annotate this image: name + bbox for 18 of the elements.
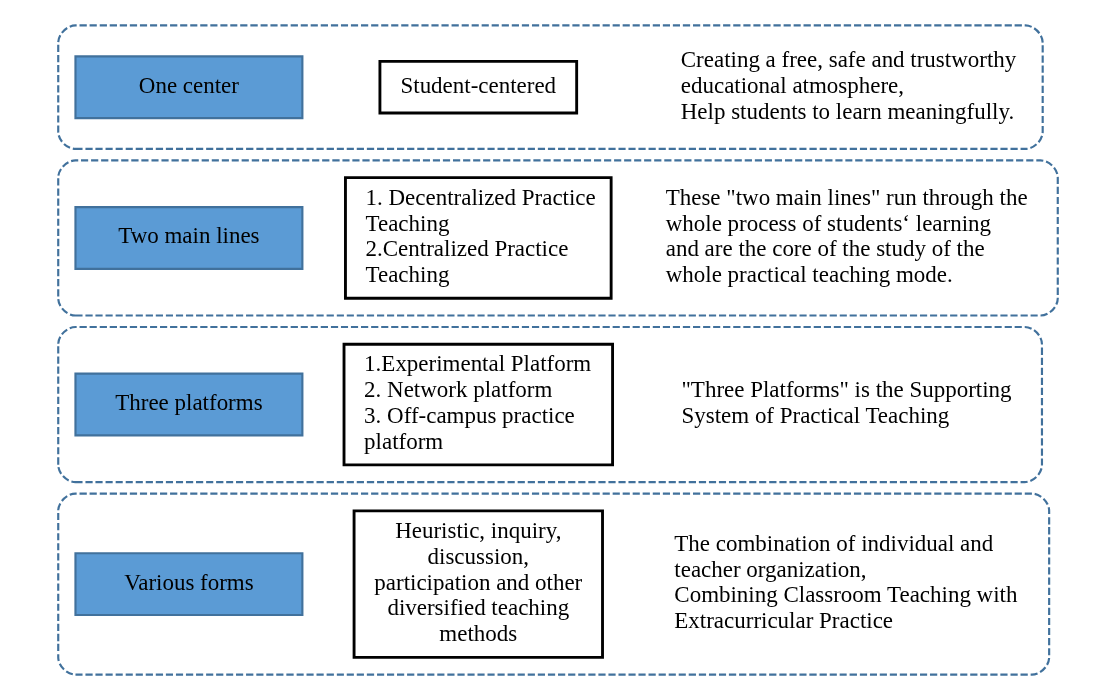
node-box: One center [73,55,303,120]
cluster [56,325,1043,484]
node-box: 1. Decentralized Practice Teaching 2.Centralized Practice Teaching [343,176,613,300]
node-box: Various forms [73,552,303,617]
node-box: Student-centered [378,59,578,115]
node-label: Combining Classroom Teaching with Extracurricular Practice [673,582,1017,634]
node-label: The combination of individual and teacher organization, [673,530,993,582]
node-box: Heuristic, inquiry, discussion, participation and other diversified teaching methods [352,509,604,659]
cluster [56,159,1059,317]
node-label: "Three Platforms" is the Supporting System of Practical Teaching [681,377,1012,428]
node-box: Two main lines [73,206,303,270]
node-label: These "two main lines" run through the whole process of students‘ learning and are the core of the study of the whole practical teaching mode. [665,184,1028,288]
cluster [56,24,1044,150]
node-label: Help students to learn meaningfully. [680,98,1014,124]
node-label: Creating a free, safe and trustworthy educational atmosphere, [680,46,1016,98]
cluster [56,492,1050,676]
node-box: Three platforms [73,372,303,437]
node-box: 1.Experimental Platform 2. Network platform 3. Off-campus practice platform [342,342,614,467]
